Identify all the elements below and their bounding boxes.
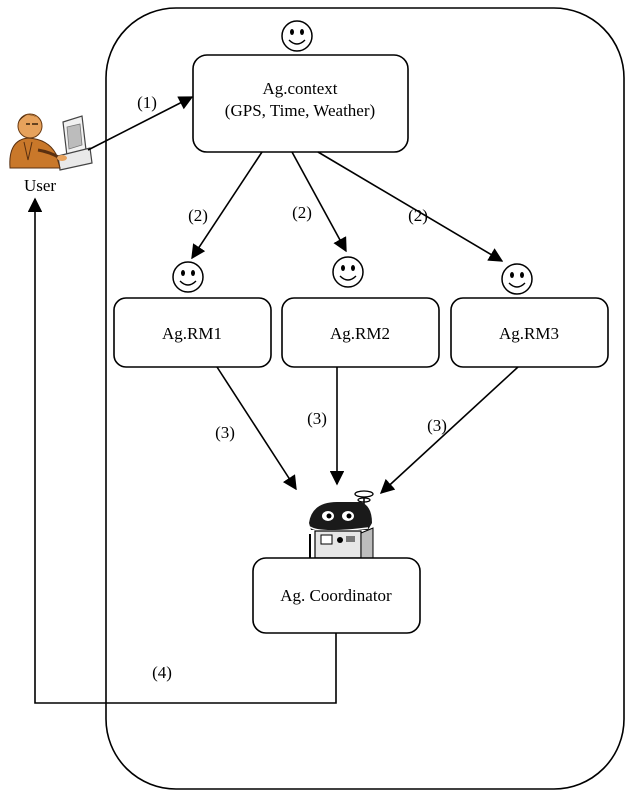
- rm2-agent-box: [281, 297, 440, 368]
- edge-rm1-to-coordinator: [216, 366, 297, 491]
- rm3-agent-smiley-icon: [501, 263, 533, 295]
- edge-label-2-rm1: (2): [188, 206, 208, 225]
- context-agent-sublabel: (GPS, Time, Weather): [225, 101, 375, 120]
- rm2-agent-smiley-icon: [332, 256, 364, 288]
- user-label: User: [24, 176, 56, 195]
- rm2-agent-label: Ag.RM2: [330, 324, 390, 343]
- edge-context-to-rm1: [191, 151, 263, 260]
- rm1-agent-box: [113, 297, 272, 368]
- edge-label-2-rm2: (2): [292, 203, 312, 222]
- user-at-computer-icon: [9, 113, 93, 171]
- rm1-agent-smiley-icon: [172, 261, 204, 293]
- context-agent-smiley-icon: [281, 20, 313, 52]
- edge-user-to-context: [87, 96, 194, 151]
- system-boundary: [105, 7, 625, 790]
- edge-label-3-rm2: (3): [307, 409, 327, 428]
- edge-context-to-rm3: [317, 151, 504, 262]
- rm3-agent-label: Ag.RM3: [499, 324, 559, 343]
- coordinator-robot-icon: [309, 490, 374, 559]
- edge-coordinator-to-user: [27, 197, 337, 704]
- context-agent-label: Ag.context: [262, 79, 337, 98]
- edge-context-to-rm2: [291, 151, 347, 253]
- edge-label-2-rm3: (2): [408, 206, 428, 225]
- edge-label-1: (1): [137, 93, 157, 112]
- rm1-agent-label: Ag.RM1: [162, 324, 222, 343]
- edge-rm3-to-coordinator: [379, 366, 519, 494]
- edge-label-3-rm3: (3): [427, 416, 447, 435]
- rm3-agent-box: [450, 297, 609, 368]
- coordinator-agent-label: Ag. Coordinator: [280, 586, 392, 605]
- edge-label-4: (4): [152, 663, 172, 682]
- edge-label-3-rm1: (3): [215, 423, 235, 442]
